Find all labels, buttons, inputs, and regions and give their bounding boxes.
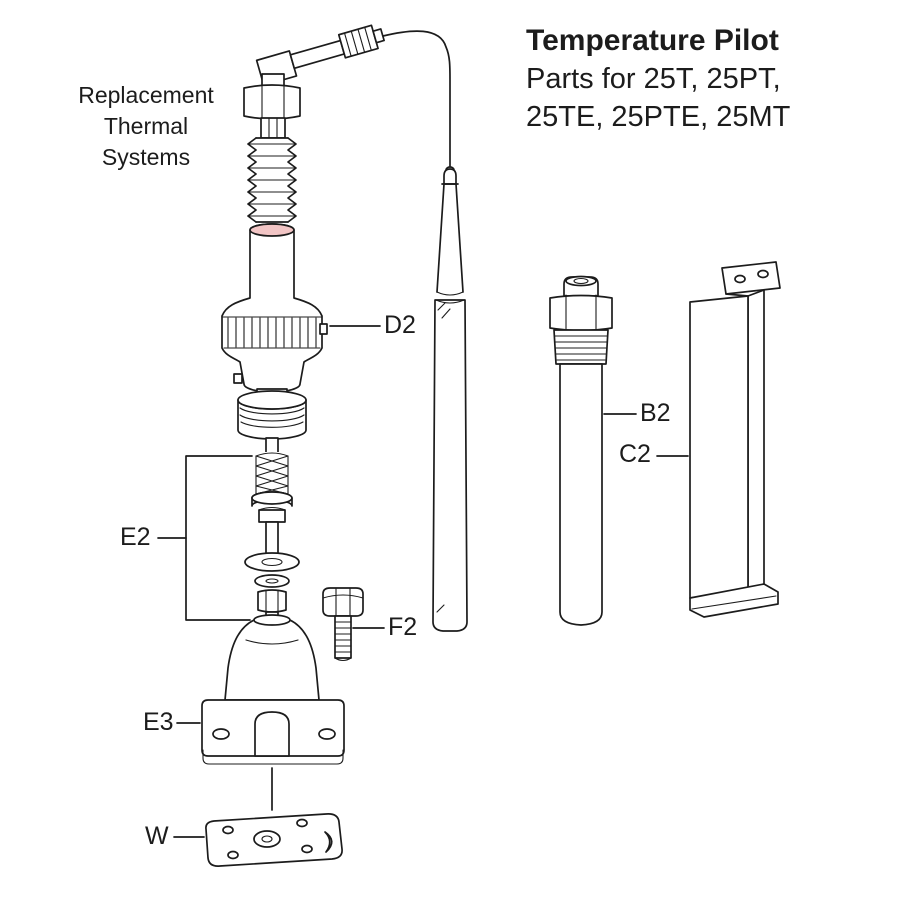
valve-stack-e2: [244, 437, 300, 627]
threaded-collar: [237, 388, 307, 440]
hex-nut-top: [243, 73, 301, 139]
title-block: Temperature Pilot Parts for 25T, 25PT, 2…: [526, 22, 886, 136]
page-subtitle-line1: Parts for 25T, 25PT,: [526, 63, 781, 95]
part-label-e2: E2: [120, 523, 151, 551]
sensor-probe: [432, 166, 468, 632]
pilot-housing-d2: [221, 223, 328, 393]
gasket-w: [205, 813, 343, 867]
capillary-tube: [382, 30, 451, 168]
bolt-f2: [322, 587, 364, 662]
callout-line2: Thermal: [103, 113, 189, 139]
part-label-w: W: [145, 822, 169, 850]
part-label-b2: B2: [640, 399, 671, 427]
base-housing-e3: [201, 614, 345, 811]
page-subtitle-line2: 25TE, 25PTE, 25MT: [526, 101, 791, 133]
thermowell-b2: [549, 275, 613, 626]
callout-line3: Systems: [101, 144, 191, 170]
part-label-e3: E3: [143, 708, 174, 736]
part-label-c2: C2: [619, 440, 651, 468]
part-label-f2: F2: [388, 613, 418, 641]
page-title: Temperature Pilot: [526, 24, 779, 57]
part-label-d2: D2: [384, 311, 416, 339]
bellows: [247, 137, 297, 224]
mounting-bracket-c2: [689, 261, 781, 618]
replacement-thermal-systems-callout: Replacement Thermal Systems: [40, 80, 252, 173]
leader-lines: [157, 325, 689, 838]
callout-line1: Replacement: [78, 82, 214, 108]
